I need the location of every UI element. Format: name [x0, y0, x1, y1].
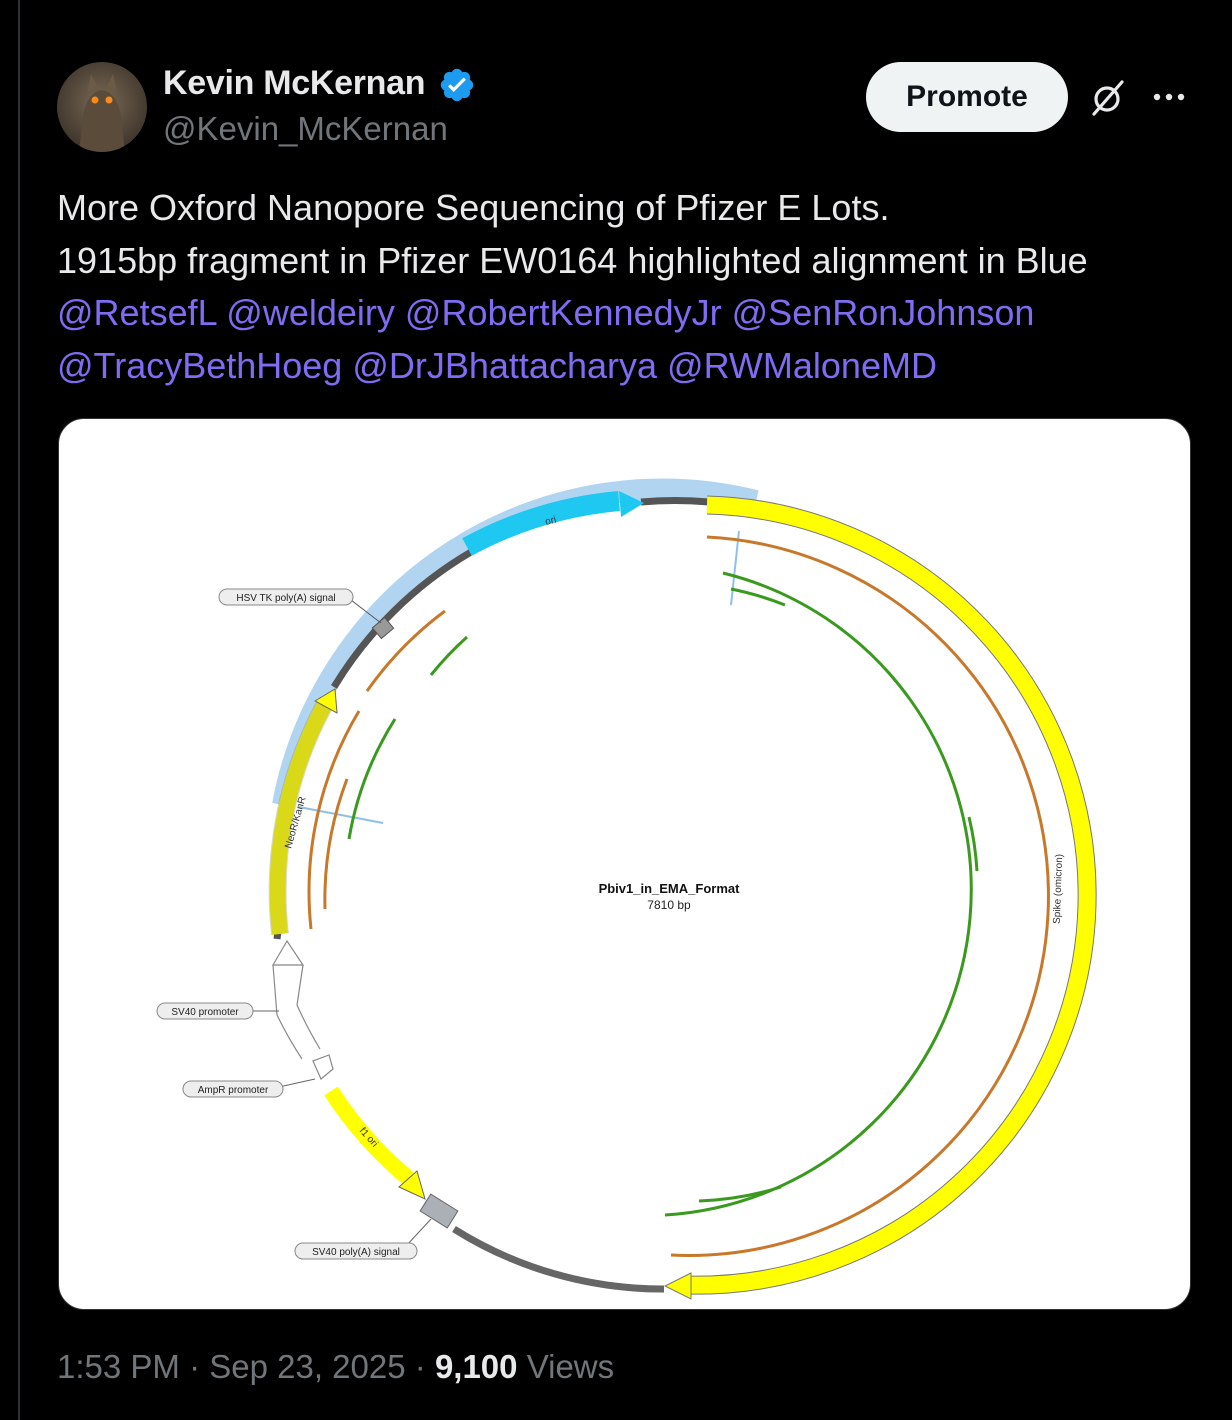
- ampr-promoter-label-bg: [182, 1080, 284, 1098]
- sv40-promoter-label-bg: [156, 1002, 254, 1020]
- backbone-arc: [452, 1226, 665, 1293]
- highlight-marker: [730, 530, 740, 606]
- neor-feature: [269, 700, 333, 935]
- hsv-tk-leader: [346, 596, 382, 624]
- sv40-promoter-arrowhead: [271, 939, 305, 966]
- mention-link[interactable]: @RetsefL: [57, 292, 217, 333]
- ori-feature: [462, 491, 620, 556]
- backbone-arc: [331, 548, 473, 689]
- mentions-row-2: @TracyBethHoeg @DrJBhattacharya @RWMalon…: [57, 340, 1197, 393]
- orange-read: [365, 609, 446, 692]
- views-count[interactable]: 9,100: [434, 1348, 518, 1385]
- highlight-marker: [298, 806, 384, 824]
- green-read: [967, 816, 979, 872]
- backbone-arc: [640, 497, 710, 506]
- tweet-time[interactable]: 1:53 PM: [57, 1348, 180, 1385]
- spike-arrowhead: [663, 1272, 692, 1300]
- mention-link[interactable]: @DrJBhattacharya: [352, 344, 658, 386]
- mention-link[interactable]: @SenRonJohnson: [731, 292, 1035, 333]
- hsv-tk-box: [371, 616, 395, 640]
- more-dots-icon[interactable]: [1148, 80, 1190, 114]
- sv40-promoter-side: [272, 964, 278, 1016]
- sv40-polya-label: SV40 poly(A) signal: [312, 1247, 400, 1258]
- orange-read: [670, 535, 1050, 1257]
- hsv-tk-label: HSV TK poly(A) signal: [236, 593, 335, 604]
- green-read: [664, 571, 973, 1217]
- meta-separator: ·: [189, 1348, 201, 1385]
- tweet-date[interactable]: Sep 23, 2025: [209, 1348, 406, 1385]
- tweet-line-2: 1915bp fragment in Pfizer EW0164 highlig…: [57, 239, 1088, 281]
- ampr-promoter-leader: [278, 1078, 316, 1088]
- views-label[interactable]: Views: [526, 1348, 615, 1385]
- plasmid-map: ori HSV TK poly(A) signal NeoR/KanR SV40…: [156, 478, 1097, 1300]
- sv40-promoter-outline-a: [276, 1014, 303, 1060]
- neor-arrowhead: [313, 688, 338, 714]
- author-handle[interactable]: @Kevin_McKernan: [163, 110, 448, 147]
- sv40-polya-label-bg: [294, 1242, 418, 1260]
- f1-ori-arrowhead: [398, 1170, 426, 1200]
- meta-separator: ·: [414, 1348, 426, 1385]
- sv40-promoter-side: [296, 964, 304, 1006]
- spike-outline-inner: [686, 513, 1079, 1277]
- orange-read: [307, 710, 361, 930]
- left-border: [18, 0, 20, 1420]
- mention-link[interactable]: @RWMaloneMD: [667, 344, 937, 386]
- author-name[interactable]: Kevin McKernan: [163, 64, 426, 102]
- plasmid-name: Pbiv1_in_EMA_Format: [599, 881, 741, 896]
- f1-ori-feature: [324, 1086, 415, 1186]
- tweet-image[interactable]: ori HSV TK poly(A) signal NeoR/KanR SV40…: [58, 418, 1191, 1310]
- mention-link[interactable]: @weldeiry: [226, 292, 395, 333]
- avatar-image: [57, 62, 147, 152]
- hsv-tk-label-bg: [218, 588, 354, 606]
- sv40-promoter-feature: [278, 1005, 319, 1060]
- green-read: [730, 587, 786, 607]
- spike-outline-outer: [686, 495, 1097, 1295]
- green-read: [698, 1185, 782, 1203]
- tweet-meta: 1:53 PM · Sep 23, 2025 · 9,100 Views: [57, 1348, 614, 1386]
- orange-read: [323, 778, 349, 910]
- green-read: [429, 635, 469, 676]
- ampr-promoter-feature: [312, 1054, 334, 1080]
- neor-outline: [268, 699, 333, 935]
- mention-link[interactable]: @TracyBethHoeg: [57, 344, 343, 386]
- promote-button[interactable]: Promote: [866, 62, 1068, 132]
- mentions-row-1: @RetsefL @weldeiry @RobertKennedyJr @Sen…: [57, 287, 1197, 340]
- ori-arrowhead: [619, 491, 644, 517]
- spike-label: Spike (omicron): [1052, 854, 1065, 924]
- verified-badge-icon[interactable]: [438, 66, 476, 104]
- sv40-promoter-outline-b: [296, 1004, 321, 1050]
- plasmid-size: 7810 bp: [647, 898, 691, 912]
- ori-label: ori: [544, 515, 557, 528]
- sv40-promoter-label: SV40 promoter: [171, 1007, 239, 1018]
- green-read: [347, 718, 397, 840]
- sv40-polya-box: [419, 1193, 459, 1229]
- tweet-text: More Oxford Nanopore Sequencing of Pfize…: [57, 182, 1197, 392]
- grok-icon[interactable]: [1086, 76, 1130, 120]
- ampr-promoter-label: AmpR promoter: [198, 1085, 269, 1096]
- spike-feature: [686, 496, 1097, 1295]
- alignment-highlight-arc: [272, 478, 759, 808]
- avatar[interactable]: [57, 62, 147, 152]
- tweet-line-1: More Oxford Nanopore Sequencing of Pfize…: [57, 187, 890, 228]
- sv40-polya-leader: [406, 1218, 432, 1246]
- mention-link[interactable]: @RobertKennedyJr: [404, 292, 722, 333]
